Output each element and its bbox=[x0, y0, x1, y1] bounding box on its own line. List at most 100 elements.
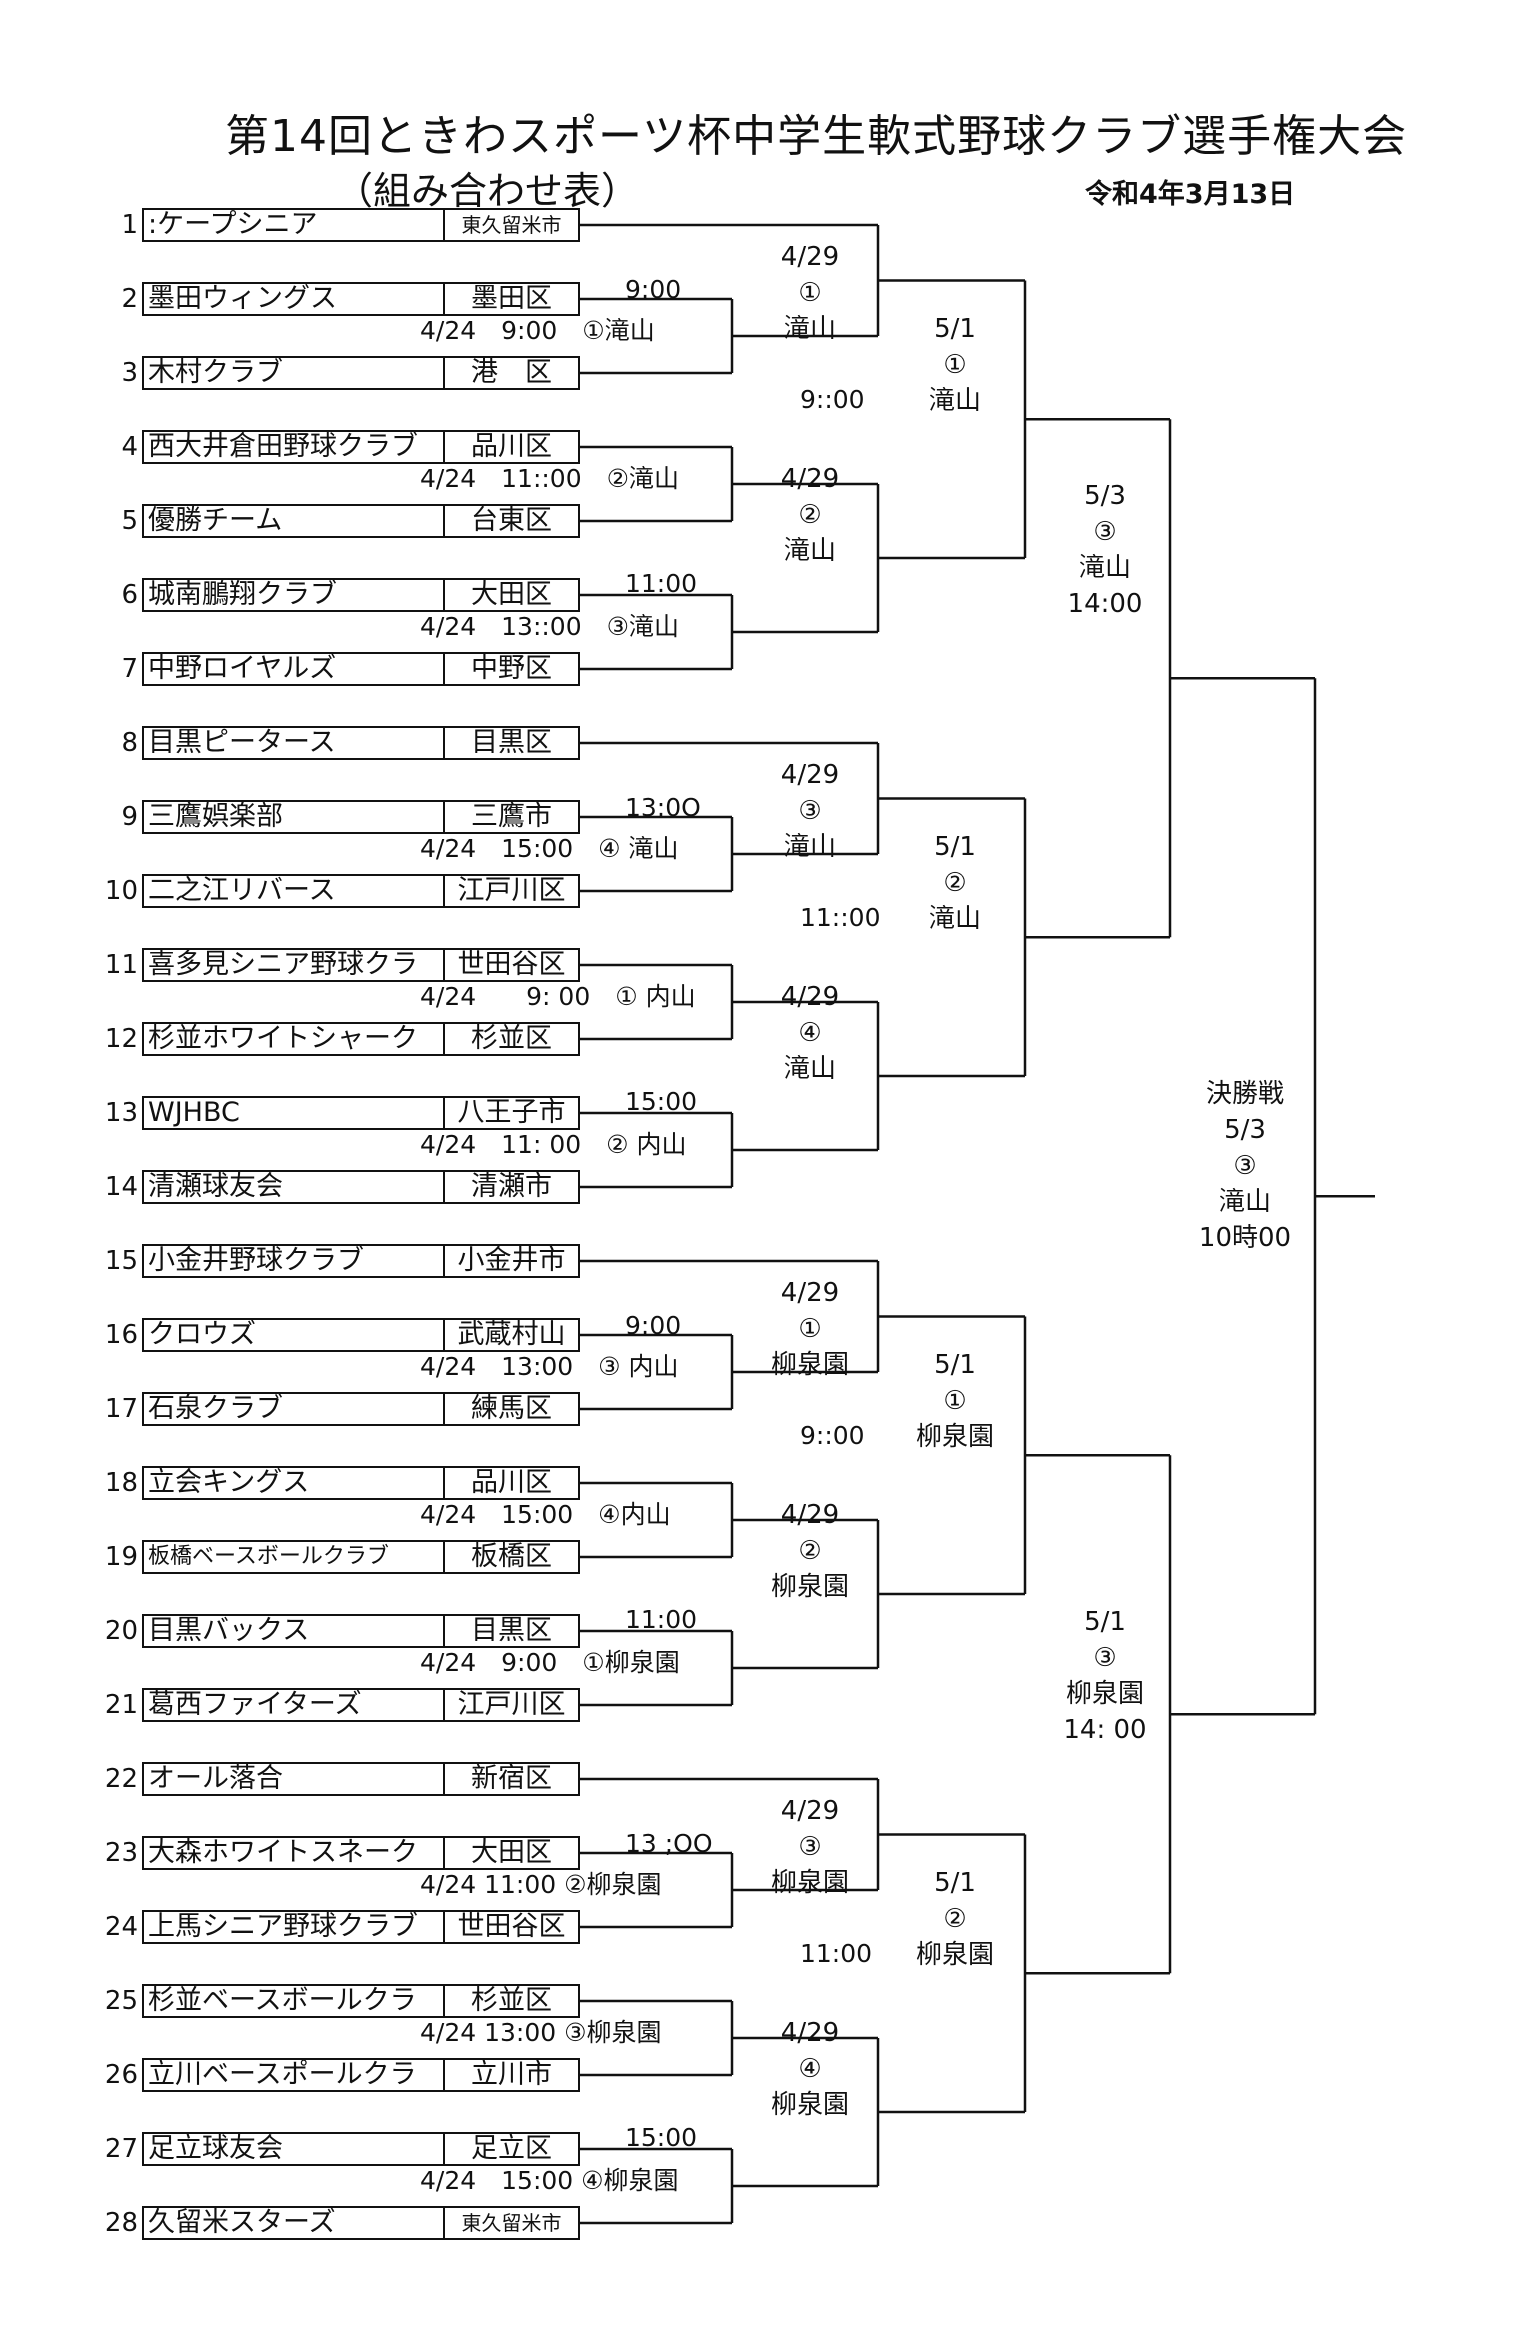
team-number: 21 bbox=[104, 1690, 138, 1720]
team-row: 足立球友会足立区 bbox=[142, 2132, 580, 2166]
second-round-match: 4/29 ① 滝山 bbox=[745, 239, 875, 347]
team-area: 世田谷区 bbox=[457, 1912, 566, 1942]
team-area: 杉並区 bbox=[471, 1024, 552, 1054]
team-number: 3 bbox=[121, 358, 138, 388]
second-round-match-line: 4/29 bbox=[780, 1796, 840, 1826]
team-number: 19 bbox=[104, 1542, 138, 1572]
team-number: 23 bbox=[104, 1838, 138, 1868]
second-round-time: 11:00 bbox=[625, 1605, 698, 1634]
team-row: 立川ベースポールクラ立川市 bbox=[142, 2058, 580, 2092]
team-area: 大田区 bbox=[471, 1838, 552, 1868]
team-area: 板橋区 bbox=[471, 1542, 552, 1572]
team-name: 三鷹娯楽部 bbox=[144, 802, 445, 832]
second-round-match-line: ② bbox=[798, 1536, 822, 1566]
first-round-match: 4/24 9:00 ①柳泉園 bbox=[420, 1648, 680, 1677]
team-area: 墨田区 bbox=[471, 284, 552, 314]
semifinal-match-line: 5/1 bbox=[1084, 1607, 1126, 1638]
team-number: 25 bbox=[104, 1986, 138, 2016]
second-round-match-line: 4/29 bbox=[780, 760, 840, 790]
final-match-line: 5/3 bbox=[1224, 1115, 1266, 1146]
team-number: 22 bbox=[104, 1764, 138, 1794]
semifinal-match-line: ③ bbox=[1093, 517, 1117, 548]
team-row: クロウズ武蔵村山 bbox=[142, 1318, 580, 1352]
team-name: WJHBC bbox=[144, 1098, 445, 1128]
semifinal-match-line: 柳泉園 bbox=[1065, 1679, 1144, 1710]
second-round-match-line: 4/29 bbox=[780, 242, 840, 272]
third-round-match-line: ① bbox=[943, 350, 967, 380]
second-round-match-line: ② bbox=[798, 500, 822, 530]
second-round-time: 15:00 bbox=[625, 1087, 698, 1116]
team-area: 品川区 bbox=[471, 1468, 552, 1498]
second-round-time: 11:00 bbox=[625, 569, 698, 598]
third-round-match-line: ① bbox=[943, 1386, 967, 1416]
team-area: 三鷹市 bbox=[471, 802, 552, 832]
second-round-time: 15:00 bbox=[625, 2123, 698, 2152]
team-name: 久留米スターズ bbox=[144, 2208, 445, 2238]
second-round-match-line: 柳泉園 bbox=[770, 1350, 849, 1380]
team-row: 優勝チーム台東区 bbox=[142, 504, 580, 538]
second-round-match-line: 4/29 bbox=[780, 1278, 840, 1308]
team-name: 優勝チーム bbox=[144, 506, 445, 536]
team-name: 葛西ファイターズ bbox=[144, 1690, 445, 1720]
team-name: 目黒ピータース bbox=[144, 728, 445, 758]
team-name: 二之江リバース bbox=[144, 876, 445, 906]
team-row: 小金井野球クラブ小金井市 bbox=[142, 1244, 580, 1278]
team-number: 24 bbox=[104, 1912, 138, 1942]
team-row: 中野ロイヤルズ中野区 bbox=[142, 652, 580, 686]
team-row: 杉並ホワイトシャーク杉並区 bbox=[142, 1022, 580, 1056]
second-round-match-line: 滝山 bbox=[783, 314, 836, 344]
second-round-match-line: 滝山 bbox=[783, 1054, 836, 1084]
team-number: 11 bbox=[104, 950, 138, 980]
third-round-match-line: 滝山 bbox=[928, 386, 981, 416]
second-round-time: 13:0O bbox=[625, 793, 701, 822]
team-row: 板橋ベースボールクラブ板橋区 bbox=[142, 1540, 580, 1574]
third-round-match-line: 5/1 bbox=[934, 832, 976, 862]
second-round-match-line: 柳泉園 bbox=[770, 2090, 849, 2120]
team-row: 城南鵬翔クラブ大田区 bbox=[142, 578, 580, 612]
team-row: 葛西ファイターズ江戸川区 bbox=[142, 1688, 580, 1722]
semifinal-match-line: 14:00 bbox=[1067, 589, 1143, 620]
team-number: 17 bbox=[104, 1394, 138, 1424]
team-row: 上馬シニア野球クラブ世田谷区 bbox=[142, 1910, 580, 1944]
first-round-match: 4/24 13::00 ③滝山 bbox=[420, 612, 680, 641]
team-number: 1 bbox=[121, 210, 138, 240]
team-number: 9 bbox=[121, 802, 138, 832]
team-name: 杉並ホワイトシャーク bbox=[144, 1024, 445, 1054]
second-round-match-line: ① bbox=[798, 278, 822, 308]
final-match-line: ③ bbox=[1233, 1151, 1257, 1182]
team-area: 足立区 bbox=[471, 2134, 552, 2164]
team-area: 品川区 bbox=[471, 432, 552, 462]
team-name: 喜多見シニア野球クラ bbox=[144, 950, 445, 980]
first-round-match: 4/24 9: 00 ① 内山 bbox=[420, 982, 696, 1011]
team-number: 26 bbox=[104, 2060, 138, 2090]
third-round-time: 9::00 bbox=[800, 385, 865, 414]
team-area: 練馬区 bbox=[471, 1394, 552, 1424]
team-row: 大森ホワイトスネーク大田区 bbox=[142, 1836, 580, 1870]
semifinal-match-line: ③ bbox=[1093, 1643, 1117, 1674]
team-number: 14 bbox=[104, 1172, 138, 1202]
third-round-match-line: 5/1 bbox=[934, 314, 976, 344]
team-area: 世田谷区 bbox=[457, 950, 566, 980]
second-round-match-line: ① bbox=[798, 1314, 822, 1344]
team-area: 東久留米市 bbox=[461, 213, 562, 237]
third-round-match-line: 柳泉園 bbox=[915, 1940, 994, 1970]
third-round-time: 9::00 bbox=[800, 1421, 865, 1450]
team-area: 小金井市 bbox=[457, 1246, 566, 1276]
team-number: 10 bbox=[104, 876, 138, 906]
team-area: 東久留米市 bbox=[461, 2211, 562, 2235]
second-round-match-line: 4/29 bbox=[780, 2018, 840, 2048]
team-row: 木村クラブ港 区 bbox=[142, 356, 580, 390]
second-round-match-line: 滝山 bbox=[783, 832, 836, 862]
team-area: 江戸川区 bbox=[457, 1690, 566, 1720]
team-name: 木村クラブ bbox=[144, 358, 445, 388]
team-name: 板橋ベースボールクラブ bbox=[144, 1542, 445, 1572]
third-round-match-line: 柳泉園 bbox=[915, 1422, 994, 1452]
team-name: 立会キングス bbox=[144, 1468, 445, 1498]
team-number: 27 bbox=[104, 2134, 138, 2164]
team-name: :ケープシニア bbox=[144, 210, 445, 240]
second-round-match-line: ④ bbox=[798, 1018, 822, 1048]
